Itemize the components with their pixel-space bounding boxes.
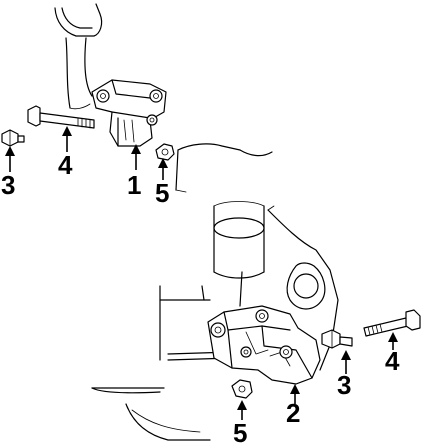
- callout-label-3-upper: 3: [1, 170, 15, 200]
- upper-frame-rail: [54, 3, 103, 110]
- lower-nut: [231, 379, 253, 399]
- lower-frame: [91, 271, 243, 441]
- upper-long-bolt: [27, 105, 95, 129]
- callout-label-5-upper: 5: [155, 178, 169, 208]
- callout-label-4-upper: 4: [58, 150, 73, 180]
- callout-label-1: 1: [127, 170, 141, 200]
- lower-exhaust-column: [213, 201, 265, 279]
- upper-left-bolt: [1, 129, 25, 147]
- lower-long-bolt: [363, 309, 421, 337]
- callout-label-2: 2: [286, 398, 300, 428]
- lower-engine-block: [267, 205, 339, 371]
- callout-label-3-lower: 3: [337, 370, 351, 400]
- callout-label-4-lower: 4: [385, 346, 400, 376]
- lower-right-bolt: [321, 329, 353, 349]
- upper-engine-block: [175, 143, 273, 193]
- callout-labels: 1 2 3 3 4 4 5 5: [1, 150, 400, 446]
- upper-mount-bracket: [91, 79, 167, 147]
- upper-nut: [155, 143, 175, 161]
- lower-mount-bracket: [207, 305, 321, 385]
- callout-label-5-lower: 5: [233, 418, 247, 446]
- callout-arrows: [5, 126, 398, 420]
